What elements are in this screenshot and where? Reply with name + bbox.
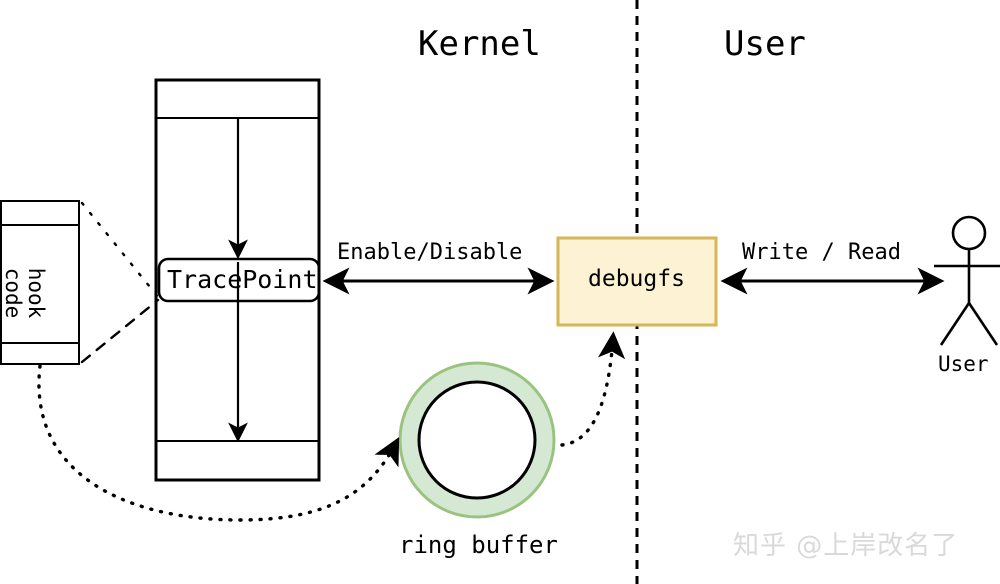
actor-label: User <box>938 352 989 376</box>
hook-code-to-ring-buffer-edge <box>37 364 400 522</box>
debugfs-box <box>556 236 718 327</box>
debugfs-label: debugfs <box>588 266 685 292</box>
ring-buffer-label: ring buffer <box>399 531 558 559</box>
hook-code-label: hook code <box>1 238 48 348</box>
actor-head-icon <box>951 215 987 251</box>
watermark: 知乎 @上岸改名了 <box>733 531 959 561</box>
hook-code-label-line2: code <box>1 267 25 319</box>
hook-code-label-line1: hook <box>24 267 48 319</box>
ring-buffer-to-debugfs-edge <box>560 331 626 447</box>
tracepoint-label: TracePoint <box>167 265 318 294</box>
hook-code-leader-top <box>80 201 160 299</box>
user-title: User <box>724 24 806 64</box>
enable-disable-label: Enable/Disable <box>337 240 523 265</box>
tracepoint-box <box>157 257 321 303</box>
hook-code-box <box>0 200 80 365</box>
hook-code-leader-bottom <box>80 298 160 364</box>
actor-leg-left-icon <box>939 302 971 346</box>
ring-buffer-inner-circle <box>417 380 537 500</box>
write-read-label: Write / Read <box>742 240 901 265</box>
kernel-title: Kernel <box>418 24 541 64</box>
actor-leg-right-icon <box>967 302 999 346</box>
